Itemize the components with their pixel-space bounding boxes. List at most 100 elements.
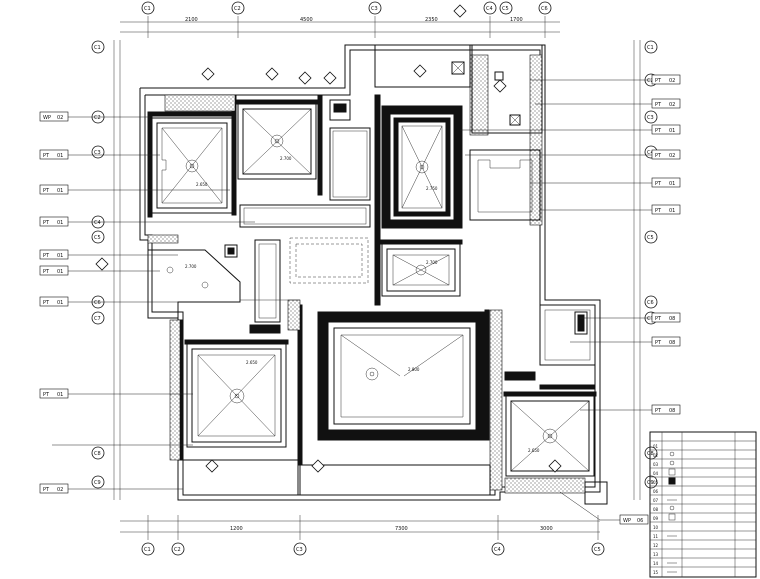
tag-left-2-code: PT xyxy=(43,153,50,159)
tag-right-9-code: PT xyxy=(655,408,662,414)
legend-row-5: 05 xyxy=(653,480,659,485)
axis-right-7: C7 xyxy=(647,316,654,322)
tag-right-5-code: PT xyxy=(655,181,662,187)
axis-bottom-5: C5 xyxy=(594,547,601,553)
tag-right-4-code: PT xyxy=(655,153,662,159)
dim-top-2: 4500 xyxy=(300,17,313,23)
tag-left-9-code: PT xyxy=(43,487,50,493)
dim-bottom-1: 1200 xyxy=(230,526,243,532)
coffered-ceiling-a: 2.650 xyxy=(151,117,233,214)
tag-left-6-code: PT xyxy=(43,269,50,275)
tag-right-7-num: 08 xyxy=(669,316,675,322)
axis-bottom-2: C2 xyxy=(174,547,181,553)
legend-row-2: 02 xyxy=(653,453,659,458)
axis-bubbles-top: C1 C2 C3 C4 C5 C6 xyxy=(141,1,552,15)
callout-tags-right: PT 02 PT 02 PT 01 PT 02 PT 01 PT 01 PT 0… xyxy=(651,74,681,415)
coffered-ceiling-g: 2.650 xyxy=(503,391,597,477)
coffered-ceiling-d: 2.700 xyxy=(379,239,463,297)
legend-row-14: 14 xyxy=(653,561,659,566)
axis-top-3: C3 xyxy=(371,6,378,12)
axis-left-3: C3 xyxy=(94,150,101,156)
axis-right-5: C5 xyxy=(647,235,654,241)
room-g-height: 2.650 xyxy=(528,448,540,453)
legend-row-9: 09 xyxy=(653,516,659,521)
callout-bottom: WP 06 xyxy=(559,491,649,525)
tag-left-3-code: PT xyxy=(43,188,50,194)
tag-bottom-num: 06 xyxy=(637,518,643,524)
section-markers xyxy=(95,4,562,473)
tag-right-4-num: 02 xyxy=(669,153,675,159)
room-b-height: 2.700 xyxy=(280,156,292,161)
tag-left-4-num: 01 xyxy=(57,220,63,226)
axis-bottom-4: C4 xyxy=(494,547,501,553)
axis-left-7: C7 xyxy=(94,316,101,322)
dim-bottom-2: 7300 xyxy=(395,526,408,532)
coffered-ceiling-c: 2.750 xyxy=(381,105,463,229)
room-f-height: 2.800 xyxy=(408,367,420,372)
legend-row-11: 11 xyxy=(653,534,659,539)
axis-left-6: C6 xyxy=(94,300,101,306)
building-walls xyxy=(139,44,608,505)
axis-left-5: C5 xyxy=(94,235,101,241)
dim-top-1: 2100 xyxy=(185,17,198,23)
tag-right-2-num: 02 xyxy=(669,102,675,108)
tag-right-5-num: 01 xyxy=(669,181,675,187)
legend-row-13: 13 xyxy=(653,552,659,557)
callout-tags-left: WP 02 PT 01 PT 01 PT 01 PT 01 PT 01 PT 0… xyxy=(39,111,69,494)
tag-left-7-num: 01 xyxy=(57,300,63,306)
legend-row-3: 03 xyxy=(653,462,659,467)
axis-top-2: C2 xyxy=(234,6,241,12)
tag-right-3-num: 01 xyxy=(669,128,675,134)
axis-right-1: C1 xyxy=(647,45,654,51)
tag-left-7-code: PT xyxy=(43,300,50,306)
axis-top-5: C5 xyxy=(502,6,509,12)
callouts-left xyxy=(52,116,255,490)
axis-left-1: C1 xyxy=(94,45,101,51)
tag-left-8-num: 01 xyxy=(57,392,63,398)
tag-left-2-num: 01 xyxy=(57,153,63,159)
tag-right-2-code: PT xyxy=(655,102,662,108)
axis-bottom-3: C3 xyxy=(296,547,303,553)
tag-left-6-num: 01 xyxy=(57,269,63,275)
legend-row-12: 12 xyxy=(653,543,659,548)
tag-right-3-code: PT xyxy=(655,128,662,134)
legend-row-4: 04 xyxy=(653,471,659,476)
axis-left-9: C9 xyxy=(94,480,101,486)
axis-bubbles-bottom: C1 C2 C3 C4 C5 xyxy=(141,542,605,556)
axis-right-6: C6 xyxy=(647,300,654,306)
room-d-height: 2.700 xyxy=(426,260,438,265)
legend-table: 01 02 03 04 05 06 07 08 09 10 11 12 13 1… xyxy=(649,431,757,578)
tag-bottom-code: WP xyxy=(623,518,631,524)
axis-right-2: C2 xyxy=(647,78,654,84)
axis-bubbles-left: C1 C2 C3 C4 C5 C6 C7 C8 C9 xyxy=(91,40,105,489)
tag-left-3-num: 01 xyxy=(57,188,63,194)
axis-right-4: C4 xyxy=(647,150,654,156)
tag-right-6-code: PT xyxy=(655,208,662,214)
axis-top-4: C4 xyxy=(486,6,493,12)
coffered-ceiling-b: 2.700 xyxy=(235,99,319,180)
tag-left-5-num: 01 xyxy=(57,253,63,259)
tag-right-6-num: 01 xyxy=(669,208,675,214)
dim-bottom-3: 3000 xyxy=(540,526,553,532)
callouts-right xyxy=(460,79,665,411)
axis-left-2: C2 xyxy=(94,115,101,121)
tag-left-1-num: 02 xyxy=(57,115,63,121)
dim-top-4: 1700 xyxy=(510,17,523,23)
legend-row-10: 10 xyxy=(653,525,659,530)
dim-top-3: 2350 xyxy=(425,17,438,23)
tag-right-1-num: 02 xyxy=(669,78,675,84)
room-c-height: 2.750 xyxy=(426,186,438,191)
right-dimension-rail xyxy=(633,40,641,500)
legend-row-7: 07 xyxy=(653,498,659,503)
tag-left-9-num: 02 xyxy=(57,487,63,493)
tag-right-7-code: PT xyxy=(655,316,662,322)
coffered-ceiling-e: 2.650 xyxy=(184,339,289,448)
top-dimension-chain: 2100 4500 2350 1700 xyxy=(120,16,560,38)
legend-row-1: 01 xyxy=(653,444,659,449)
legend-row-8: 08 xyxy=(653,507,659,512)
coffered-ceiling-f: 2.800 xyxy=(317,311,487,441)
tag-left-4-code: PT xyxy=(43,220,50,226)
tag-right-8-code: PT xyxy=(655,340,662,346)
axis-left-8: C8 xyxy=(94,451,101,457)
axis-top-6: C6 xyxy=(541,6,548,12)
